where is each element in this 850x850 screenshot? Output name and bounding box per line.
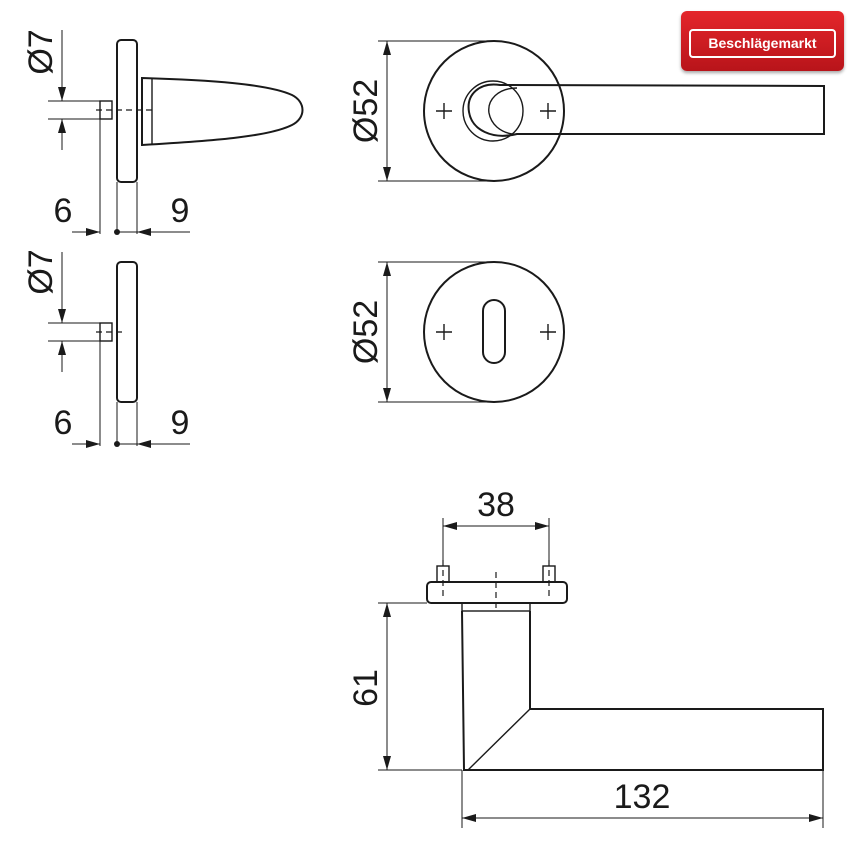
brand-logo: Beschlägemarkt bbox=[681, 11, 844, 71]
rose-plate-top bbox=[426, 581, 568, 604]
lever-body-top bbox=[461, 610, 824, 771]
pin-diameter-label-top: Ø7 bbox=[22, 29, 60, 74]
screw-cross-icon bbox=[540, 103, 556, 119]
rose-diameter-label-key: Ø52 bbox=[347, 300, 385, 364]
lever-profile-side bbox=[141, 76, 304, 147]
offset-left-label-bottom: 6 bbox=[54, 404, 73, 442]
front-view-key-rose: Ø52 bbox=[347, 261, 565, 403]
lever-length-label: 132 bbox=[614, 778, 671, 816]
offset-left-label-top: 6 bbox=[54, 192, 73, 230]
side-view-key-rose: Ø7 6 9 bbox=[22, 249, 190, 448]
front-view-lever-rose: Ø52 bbox=[347, 40, 825, 182]
offset-right-label-bottom: 9 bbox=[171, 404, 190, 442]
lever-front bbox=[467, 83, 825, 137]
keyhole-icon bbox=[482, 299, 506, 364]
lever-height-label: 61 bbox=[347, 669, 385, 707]
top-view-lever: 38 61 132 bbox=[347, 486, 824, 828]
screw-cross-icon bbox=[436, 103, 452, 119]
side-view-lever: Ø7 6 9 bbox=[22, 29, 304, 236]
lever-neck-ring bbox=[462, 80, 524, 142]
screw-cross-icon bbox=[436, 324, 452, 340]
screw-cross-icon bbox=[540, 324, 556, 340]
rose-plate-side bbox=[116, 39, 138, 183]
pin-diameter-label-bottom: Ø7 bbox=[22, 249, 60, 294]
rose-diameter-label-lever: Ø52 bbox=[347, 79, 385, 143]
brand-logo-text: Beschlägemarkt bbox=[689, 29, 836, 58]
lever-neck-top bbox=[461, 602, 531, 612]
offset-right-label-top: 9 bbox=[171, 192, 190, 230]
screw-spacing-label: 38 bbox=[477, 486, 515, 524]
